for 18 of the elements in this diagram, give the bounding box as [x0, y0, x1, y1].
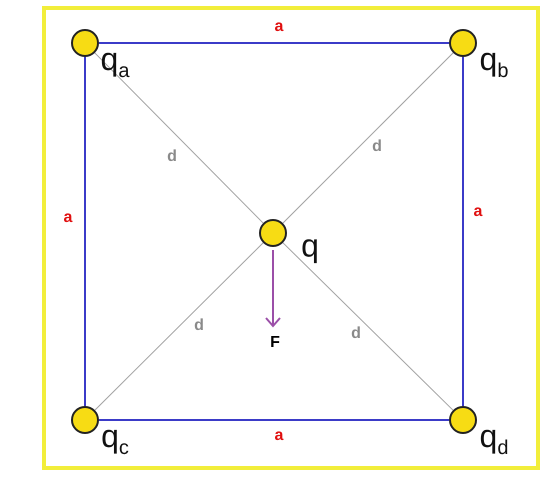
side-line: [84, 57, 86, 406]
charge-label: q$_{c}$: [101, 418, 129, 460]
diagonal-line: [94, 52, 264, 224]
charge-circle: [71, 406, 99, 434]
side-line: [99, 419, 449, 421]
charge-circle: [449, 406, 477, 434]
charge-label: q$_{d}$: [480, 418, 508, 460]
charge-label: q$_{a}$: [100, 40, 130, 84]
charge-circle: [259, 219, 287, 247]
side-line: [99, 42, 449, 44]
side-line: [462, 57, 464, 406]
diagonal-line: [94, 242, 264, 411]
charge-label: q$_{b}$: [480, 40, 508, 84]
charge-circle: [449, 29, 477, 57]
charge-circle: [71, 29, 99, 57]
diagonal-line: [282, 52, 454, 224]
charge-label: q: [301, 228, 319, 264]
diagonal-line: [282, 242, 454, 411]
